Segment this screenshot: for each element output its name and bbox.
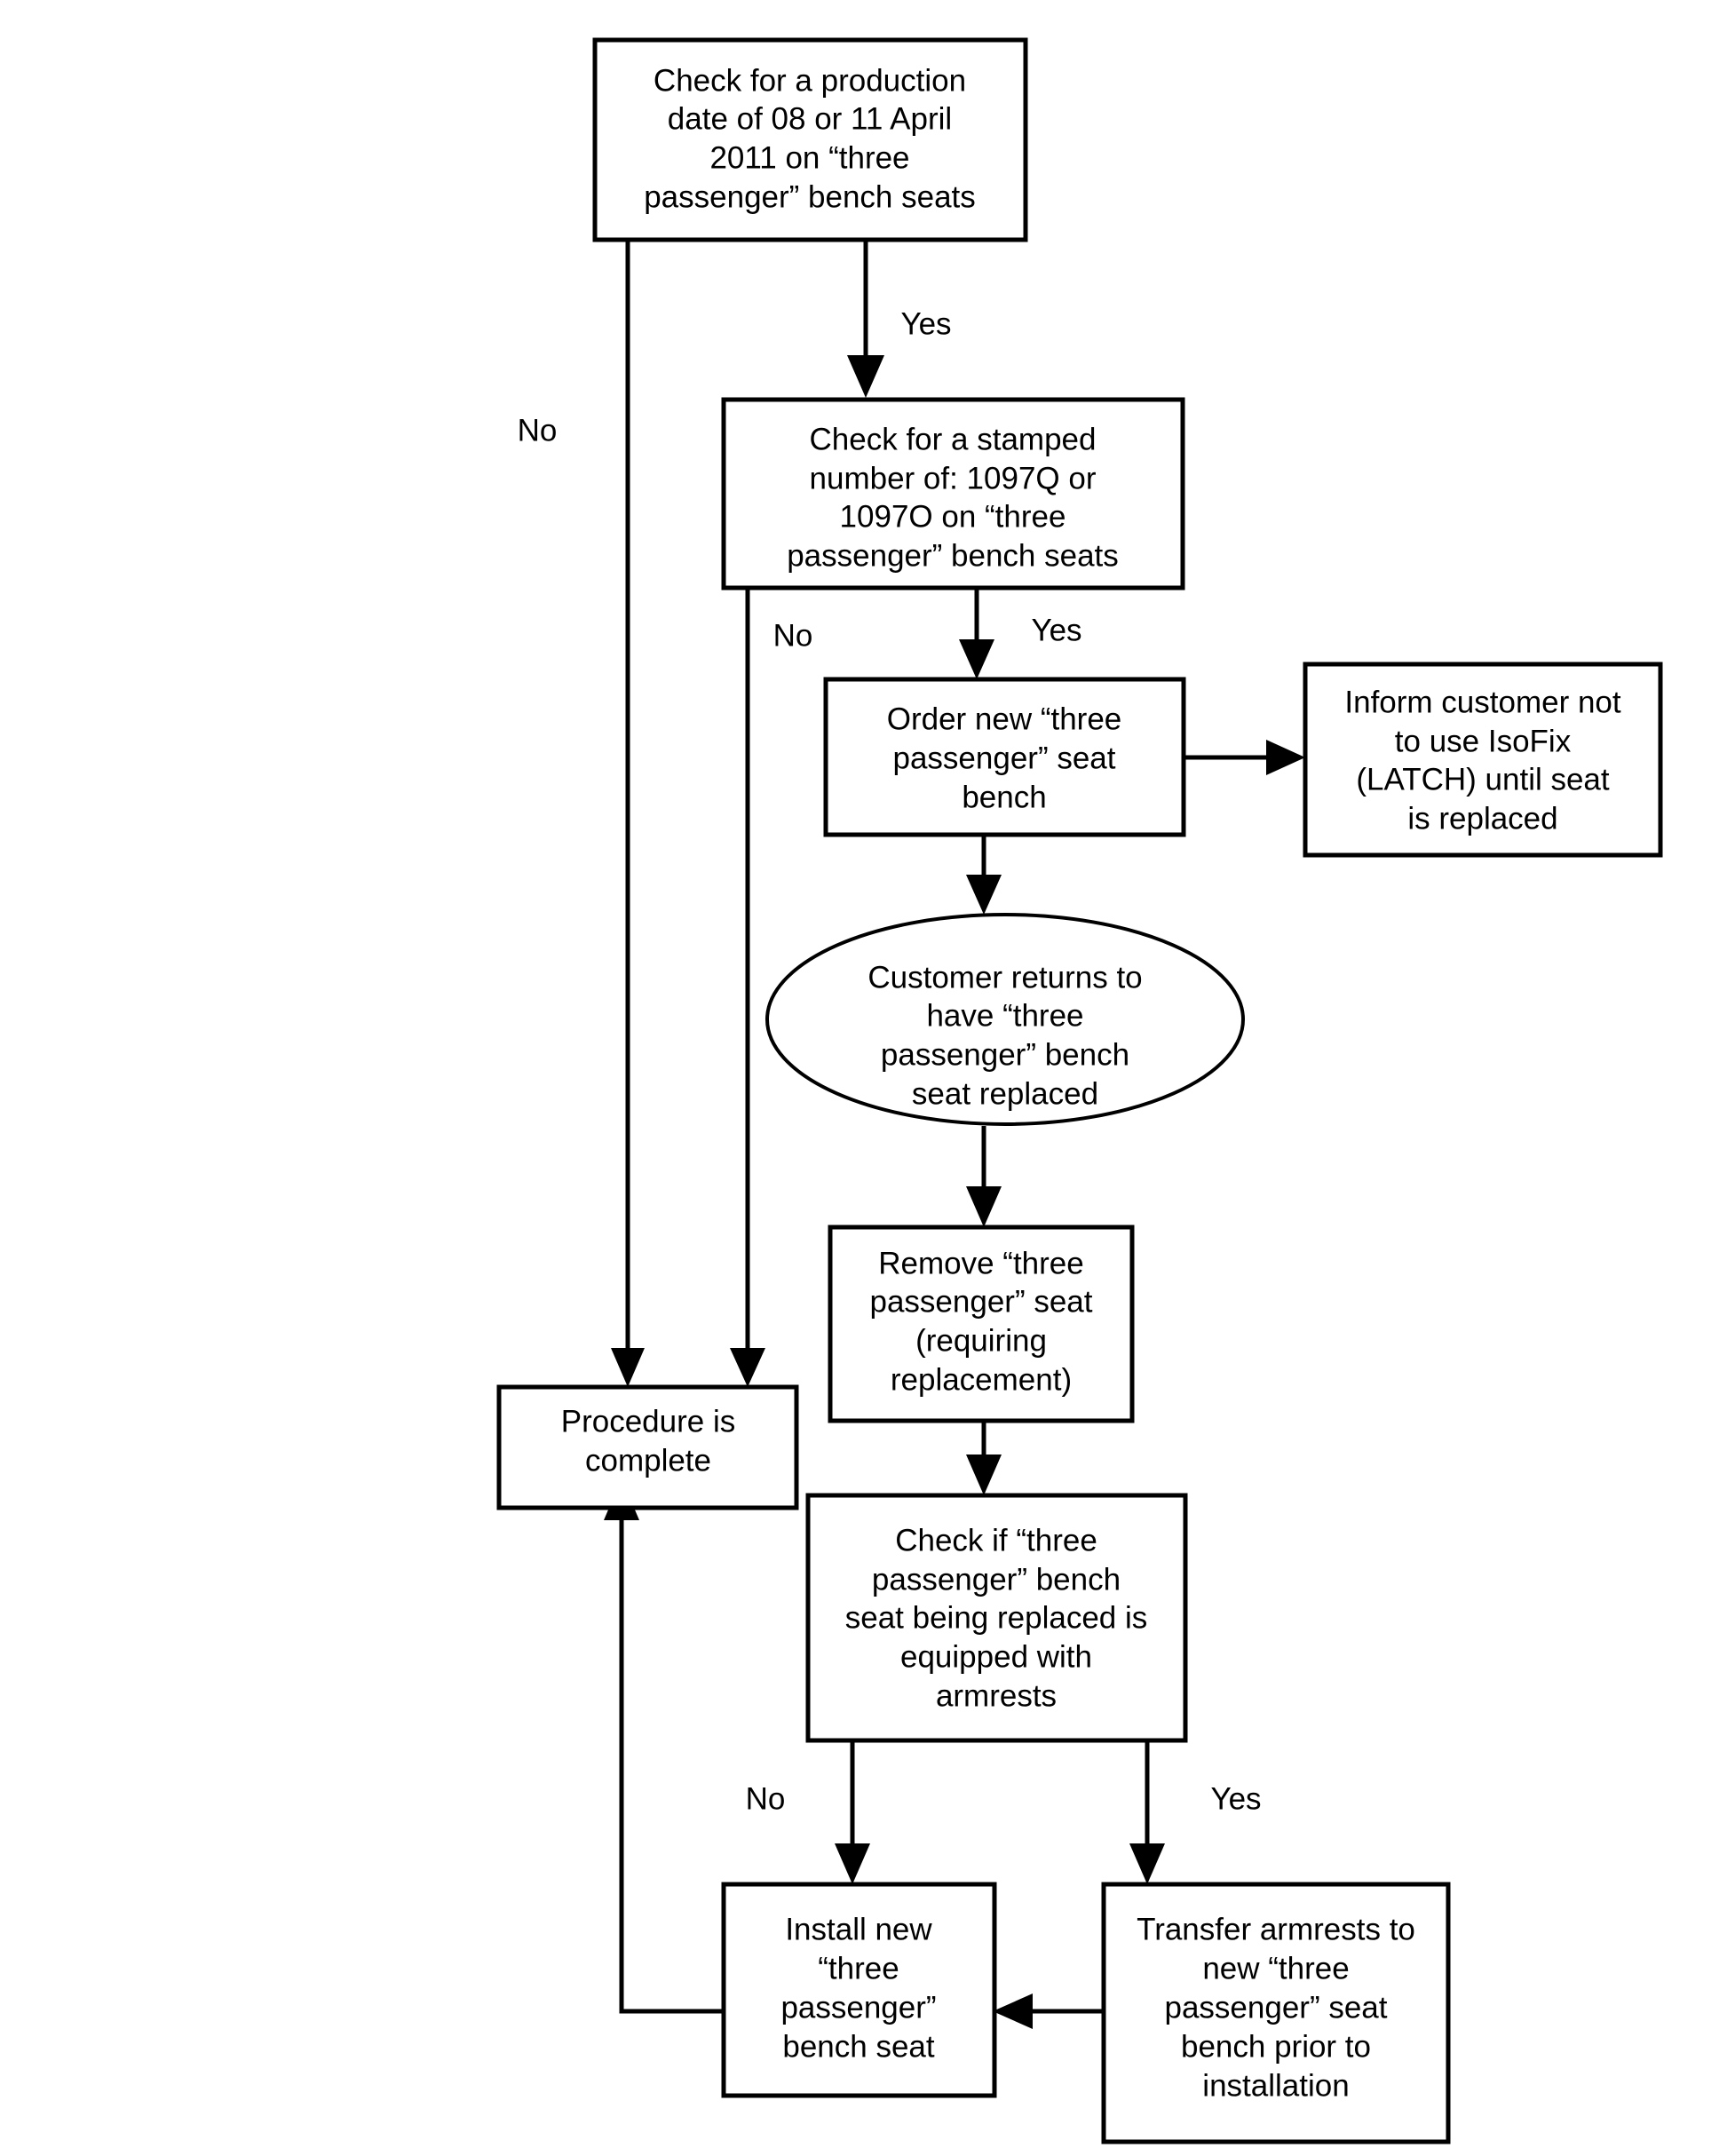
node-line: Transfer armrests to [1137, 1912, 1415, 1946]
node-check-production-date[interactable]: Check for a production date of 08 or 11 … [592, 37, 1028, 242]
edge-label-armrest-yes: Yes [1210, 1781, 1261, 1816]
edge-armrest-yes [1129, 1740, 1165, 1884]
edge-stamp-yes [959, 588, 994, 679]
edge-label-stamp-no: No [773, 618, 813, 653]
node-box [823, 677, 1186, 837]
arrow-head-icon [611, 1348, 645, 1387]
node-line: Remove “three [878, 1246, 1083, 1280]
edge-label-date-yes: Yes [900, 306, 951, 341]
node-box [496, 1384, 799, 1510]
node-box [1303, 662, 1663, 858]
arrow-head-icon [966, 1186, 1002, 1227]
node-line: passenger” seat [1165, 1990, 1388, 2025]
node-customer-returns[interactable]: Customer returns to have “three passenge… [765, 913, 1245, 1126]
node-remove-seat[interactable]: Remove “three passenger” seat (requiring… [828, 1225, 1135, 1423]
node-line: Check if “three [895, 1523, 1097, 1558]
node-line: equipped with [900, 1639, 1092, 1674]
node-box [721, 397, 1185, 591]
arrow-head-icon [966, 875, 1002, 915]
arrow-head-icon [959, 639, 994, 679]
node-install-new-bench[interactable]: Install new “three passenger” bench seat [721, 1882, 997, 2098]
node-line: date of 08 or 11 April [668, 101, 952, 136]
node-check-stamped-number[interactable]: Check for a stamped number of: 1097Q or … [721, 397, 1185, 591]
node-line: Order new “three [887, 701, 1122, 736]
node-line: is replaced [1407, 801, 1557, 836]
node-line: Procedure is [561, 1404, 735, 1439]
node-line: passenger” seat [870, 1284, 1093, 1319]
node-line: seat replaced [912, 1076, 1098, 1111]
node-line: Customer returns to [868, 960, 1142, 995]
node-line: passenger” bench [872, 1562, 1121, 1597]
arrow-head-icon [835, 1843, 870, 1884]
node-line: bench [962, 780, 1046, 814]
node-line: Check for a production [654, 63, 966, 98]
node-line: armrests [936, 1678, 1057, 1713]
edge-armrest-no [835, 1740, 870, 1884]
node-box [1101, 1882, 1451, 2144]
node-line: number of: 1097Q or [810, 461, 1097, 495]
edge-order-to-inform [1184, 740, 1305, 775]
arrow-head-icon [1129, 1843, 1165, 1884]
node-line: have “three [926, 998, 1083, 1033]
arrow-head-icon [966, 1455, 1002, 1495]
edge-transfer-to-install [993, 1994, 1104, 2029]
node-line: new “three [1202, 1951, 1349, 1986]
arrow-head-icon [1266, 740, 1305, 775]
node-box [721, 1882, 997, 2098]
node-line: 1097O on “three [840, 499, 1066, 534]
node-line: replacement) [891, 1362, 1072, 1397]
node-line: to use IsoFix [1395, 724, 1572, 758]
edge-date-no [611, 240, 645, 1387]
edge-label-date-no: No [518, 413, 558, 448]
edge-date-yes [847, 240, 884, 398]
node-line: passenger” bench seats [787, 538, 1119, 573]
edge-install-to-complete [604, 1478, 724, 2014]
node-line: “three [818, 1951, 899, 1986]
edge-label-stamp-yes: Yes [1031, 613, 1081, 647]
node-line: passenger” bench seats [644, 179, 976, 214]
node-transfer-armrests[interactable]: Transfer armrests to new “three passenge… [1101, 1882, 1451, 2144]
node-box [805, 1493, 1188, 1743]
arrow-head-icon [993, 1994, 1033, 2029]
node-box [592, 37, 1028, 242]
node-check-armrests[interactable]: Check if “three passenger” bench seat be… [805, 1493, 1188, 1743]
node-line: Check for a stamped [810, 422, 1097, 456]
edge-label-armrest-no: No [746, 1781, 786, 1816]
node-line: passenger” seat [893, 741, 1116, 775]
node-line: complete [585, 1443, 711, 1478]
edge-remove-to-armrests [966, 1421, 1002, 1495]
node-procedure-complete[interactable]: Procedure is complete [496, 1384, 799, 1510]
node-line: installation [1202, 2068, 1349, 2103]
node-line: bench seat [782, 2029, 935, 2064]
node-line: passenger” [780, 1990, 936, 2025]
edge-order-to-returns [966, 835, 1002, 915]
node-line: Inform customer not [1344, 685, 1620, 719]
node-line: Install new [785, 1912, 932, 1946]
node-line: 2011 on “three [709, 140, 909, 175]
edge-stamp-no [730, 588, 765, 1387]
node-order-new-bench[interactable]: Order new “three passenger” seat bench [823, 677, 1186, 837]
edge-returns-to-remove [966, 1126, 1002, 1227]
node-line: (LATCH) until seat [1356, 762, 1610, 797]
node-line: passenger” bench [881, 1037, 1129, 1072]
arrow-head-icon [847, 355, 884, 398]
node-line: seat being replaced is [845, 1600, 1148, 1635]
node-inform-customer[interactable]: Inform customer not to use IsoFix (LATCH… [1303, 662, 1663, 858]
node-line: bench prior to [1181, 2029, 1371, 2064]
arrow-head-icon [730, 1348, 765, 1387]
node-box [828, 1225, 1135, 1423]
node-line: (requiring [915, 1323, 1047, 1358]
node-ellipse [765, 913, 1245, 1126]
